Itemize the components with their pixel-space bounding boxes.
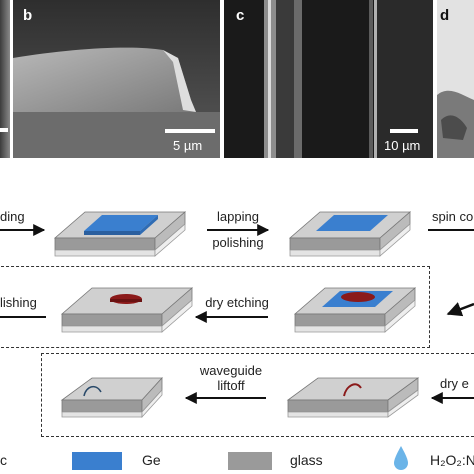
sem-panel-a [0, 0, 10, 158]
sem-panel-b-scalebar-line [165, 129, 215, 133]
substrate-step5 [286, 377, 420, 418]
process-row2-box [0, 266, 430, 348]
step-label-row2-left: lishing [0, 295, 37, 310]
sem-panel-c-scalebar-text: 10 µm [384, 138, 421, 153]
legend-ge-label: Ge [142, 452, 161, 468]
sem-panel-b-scalebar-text: 5 µm [173, 138, 203, 153]
substrate-step1 [53, 211, 187, 257]
sem-panel-d-image [437, 0, 474, 158]
legend-glass-swatch [228, 452, 272, 470]
substrate-step2 [288, 211, 412, 257]
step-label-row1-left: ding [0, 209, 25, 224]
step-label-row3-right: dry e [440, 376, 469, 391]
step-label-lapping: lapping [217, 209, 259, 224]
sem-panel-c-scalebar-line [390, 129, 418, 133]
sem-panel-d-label: d [440, 7, 450, 24]
sem-panel-c: c 10 µm [224, 0, 433, 158]
legend-solution-label: H₂O₂:N [430, 452, 474, 468]
sem-panel-d: d [437, 0, 474, 158]
sem-panel-c-label: c [236, 7, 245, 24]
step-label-polishing: polishing [212, 235, 264, 250]
substrate-step4 [60, 287, 194, 333]
substrate-step6 [60, 376, 163, 419]
legend-ge-swatch [72, 452, 122, 470]
step-label-liftoff: liftoff [217, 378, 245, 393]
step-label-dry-etching: dry etching [205, 295, 269, 310]
substrate-step3 [293, 287, 417, 333]
legend-glass-label: glass [290, 452, 323, 468]
sem-panel-a-scalebar-line [0, 128, 8, 132]
sem-panel-b: b 5 µm [13, 0, 220, 158]
row2-right-arrow [446, 302, 474, 317]
step-label-waveguide: waveguide [199, 363, 263, 378]
legend-item0-label: c [0, 452, 7, 468]
legend-droplet-icon [394, 446, 408, 470]
process-row3-box [41, 353, 474, 437]
sem-panel-b-label: b [23, 7, 33, 24]
step-label-row1-right: spin co [432, 209, 474, 224]
